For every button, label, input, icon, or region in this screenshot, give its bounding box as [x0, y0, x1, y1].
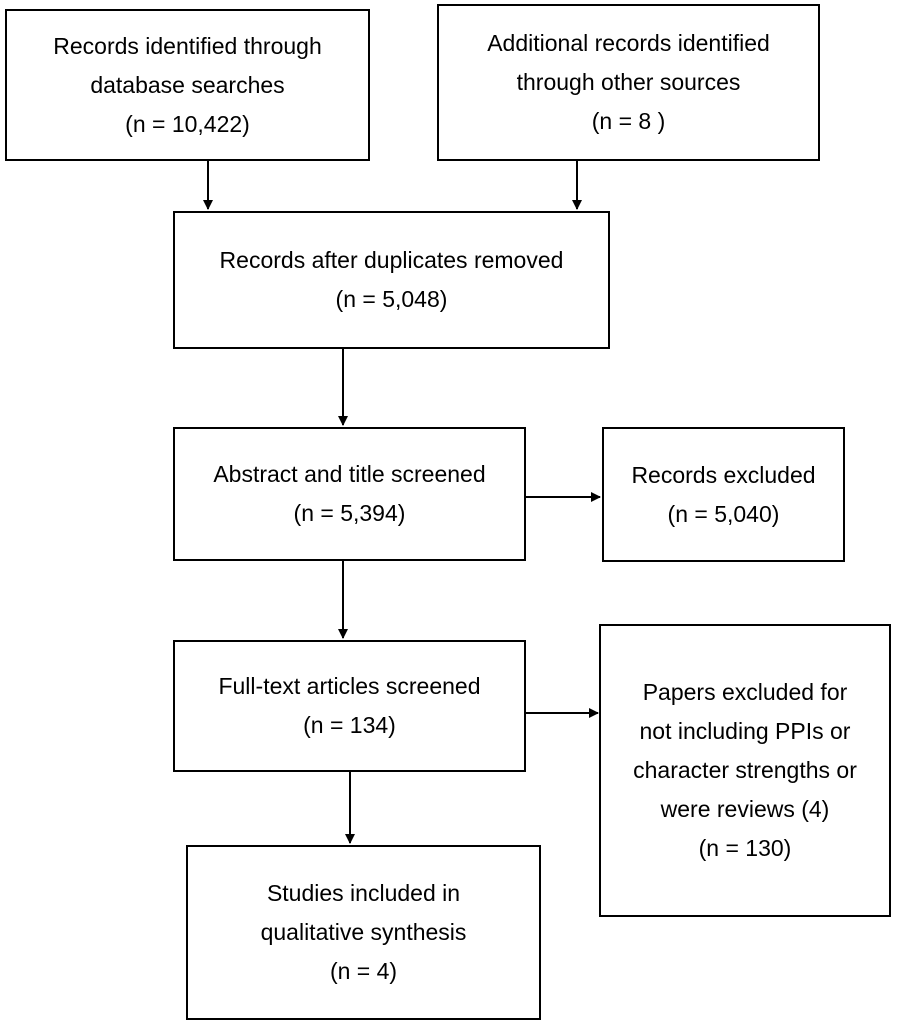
papers-excluded-line-4: were reviews (4)	[660, 796, 830, 822]
papers-excluded-line-3: character strengths or	[633, 757, 857, 783]
database-records-box: Records identified through database sear…	[5, 9, 370, 161]
papers-excluded-line-2: not including PPIs or	[639, 718, 851, 744]
other-records-count: (n = 8 )	[591, 108, 666, 134]
full-text-count: (n = 134)	[303, 712, 396, 738]
records-excluded-box: Records excluded (n = 5,040)	[602, 427, 845, 562]
database-records-line-2: database searches	[90, 71, 285, 98]
papers-excluded-box: Papers excluded for not including PPIs o…	[599, 624, 891, 917]
other-records-line-2: through other sources	[516, 69, 741, 95]
after-duplicates-box: Records after duplicates removed (n = 5,…	[173, 211, 610, 349]
full-text-box: Full-text articles screened (n = 134)	[173, 640, 526, 772]
studies-included-line-2: qualitative synthesis	[260, 919, 467, 945]
after-duplicates-line-1: Records after duplicates removed	[219, 247, 564, 273]
database-records-count: (n = 10,422)	[125, 110, 250, 137]
full-text-line-1: Full-text articles screened	[218, 673, 481, 699]
records-excluded-line-1: Records excluded	[631, 461, 816, 488]
papers-excluded-line-1: Papers excluded for	[642, 679, 848, 705]
other-records-line-1: Additional records identified	[487, 30, 770, 56]
other-records-box: Additional records identified through ot…	[437, 4, 820, 161]
studies-included-count: (n = 4)	[329, 958, 398, 984]
after-duplicates-count: (n = 5,048)	[335, 286, 448, 312]
screened-box: Abstract and title screened (n = 5,394)	[173, 427, 526, 561]
studies-included-box: Studies included in qualitative synthesi…	[186, 845, 541, 1020]
papers-excluded-count: (n = 130)	[698, 835, 792, 861]
records-excluded-count: (n = 5,040)	[667, 500, 780, 527]
screened-count: (n = 5,394)	[293, 500, 406, 526]
studies-included-line-1: Studies included in	[266, 880, 461, 906]
screened-line-1: Abstract and title screened	[213, 461, 486, 487]
database-records-line-1: Records identified through	[53, 32, 322, 59]
